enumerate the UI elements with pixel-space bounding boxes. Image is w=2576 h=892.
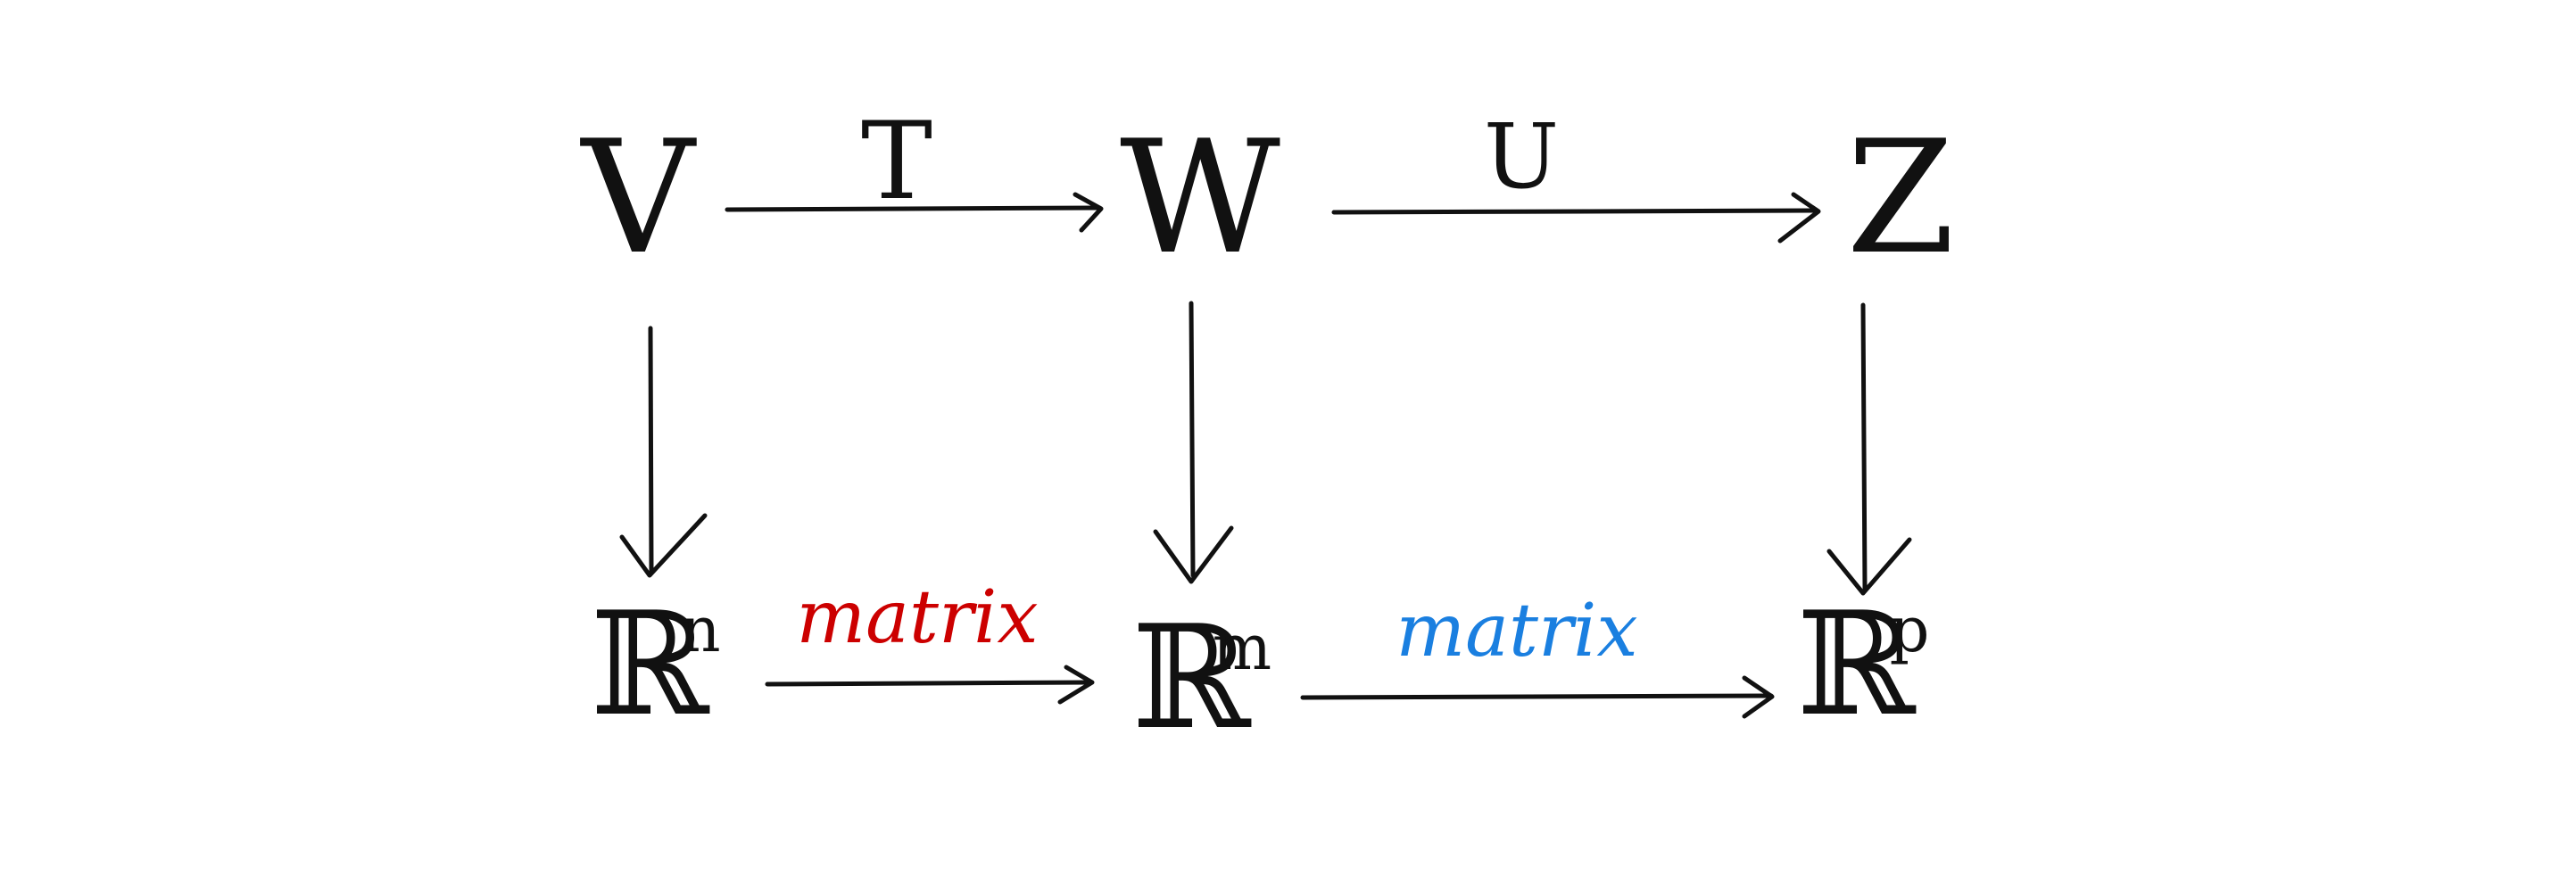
- node-rm-exponent: m: [1213, 611, 1271, 684]
- node-rn: ℝ n: [591, 581, 721, 747]
- arrow-u: U: [1331, 104, 1821, 244]
- arrow-matrix-1: matrix: [765, 575, 1095, 705]
- node-z: Z: [1846, 108, 1955, 289]
- arrow-u-label: U: [1484, 104, 1559, 209]
- arrow-z-down-head: [1826, 537, 1912, 596]
- arrow-matrix-2-label: matrix: [1396, 589, 1637, 673]
- arrow-matrix-2-line: [1300, 693, 1774, 700]
- node-rn-exponent: n: [680, 593, 720, 666]
- arrow-t-label: T: [861, 100, 932, 224]
- node-rn-base: ℝ: [591, 581, 710, 747]
- arrow-v-down-line: [648, 326, 654, 574]
- arrow-t-head: [1073, 192, 1104, 233]
- node-z-label: Z: [1846, 108, 1955, 289]
- node-rp-exponent: p: [1890, 593, 1930, 666]
- node-rm: ℝ m: [1132, 594, 1272, 761]
- node-rp-base: ℝ: [1797, 581, 1917, 747]
- arrow-u-head: [1777, 192, 1821, 244]
- arrow-z-down-line: [1860, 302, 1868, 591]
- arrow-matrix-2-head: [1742, 675, 1775, 719]
- node-rp: ℝ p: [1797, 581, 1930, 747]
- arrow-t: T: [725, 100, 1104, 233]
- arrow-z-down: [1826, 302, 1912, 596]
- arrow-t-line: [725, 205, 1102, 212]
- node-w: W: [1120, 108, 1280, 289]
- arrow-w-down-head: [1153, 525, 1234, 584]
- arrow-matrix-1-line: [765, 680, 1093, 687]
- arrow-w-down: [1153, 301, 1234, 584]
- arrow-w-down-line: [1189, 301, 1196, 578]
- node-v: V: [580, 108, 697, 289]
- arrow-matrix-1-head: [1057, 665, 1095, 705]
- node-v-label: V: [580, 108, 697, 289]
- node-w-label: W: [1120, 108, 1280, 289]
- arrow-matrix-1-label: matrix: [796, 575, 1038, 660]
- arrow-u-line: [1331, 208, 1818, 215]
- arrow-v-down-head: [619, 513, 708, 578]
- node-rm-base: ℝ: [1132, 594, 1252, 761]
- arrow-v-down: [619, 326, 708, 578]
- arrow-matrix-2: matrix: [1300, 589, 1775, 719]
